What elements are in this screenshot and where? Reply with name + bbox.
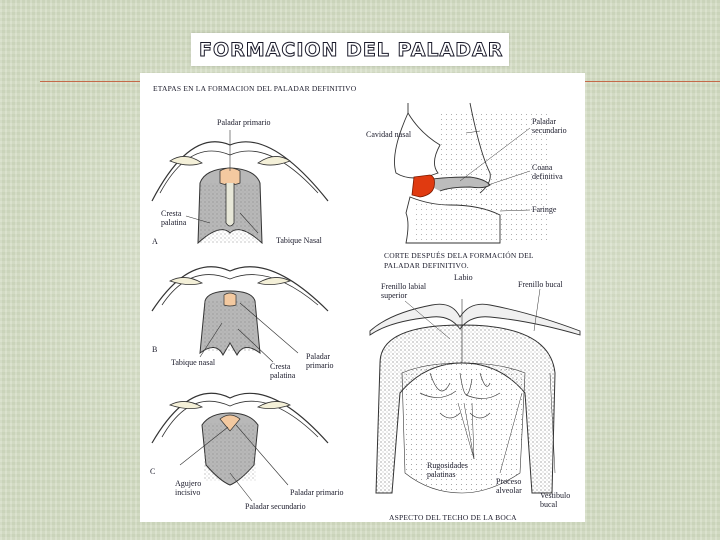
decorative-rule-left (40, 81, 142, 82)
label-b-paladar-primario-2: primario (306, 361, 334, 370)
label-a-cresta-1: Cresta (161, 209, 181, 218)
label-c-agujero-1: Agujero (175, 479, 201, 488)
label-rugosidades-2: palatinas (427, 470, 455, 479)
label-c-paladar-secundario: Paladar secundario (245, 502, 306, 511)
figure-panel: ETAPAS EN LA FORMACION DEL PALADAR DEFIN… (140, 73, 585, 522)
label-stage-a-letter: A (152, 237, 158, 246)
stage-b-diagram (152, 267, 328, 362)
section-title-line-2: PALADAR DEFINITIVO. (384, 261, 469, 270)
label-frenillo-bucal: Frenillo bucal (518, 280, 563, 289)
figure-header: ETAPAS EN LA FORMACION DEL PALADAR DEFIN… (153, 84, 356, 93)
sagittal-section-diagram (395, 103, 551, 243)
label-coana-2: definitiva (532, 172, 563, 181)
label-b-tabique-nasal: Tabique nasal (171, 358, 215, 367)
label-faringe: Faringe (532, 205, 556, 214)
figure-drawing (140, 73, 585, 522)
label-a-cresta-2: palatina (161, 218, 186, 227)
label-a-tabique-nasal: Tabique Nasal (276, 236, 322, 245)
label-labio: Labio (454, 273, 473, 282)
slide-title: FORMACION DEL PALADAR (199, 39, 503, 61)
label-b-paladar-primario-1: Paladar (306, 352, 330, 361)
label-b-cresta-1: Cresta (270, 362, 290, 371)
label-frenillo-labial-2: superior (381, 291, 407, 300)
section-title-line-1: CORTE DESPUÉS DELA FORMACIÓN DEL (384, 251, 534, 260)
label-paladar-secundario-1: Paladar (532, 117, 556, 126)
roof-of-mouth-diagram (370, 289, 580, 493)
label-paladar-secundario-2: secundario (532, 126, 567, 135)
label-stage-b-letter: B (152, 345, 157, 354)
label-vestibulo-1: Vestibulo (540, 491, 570, 500)
label-a-paladar-primario: Paladar primario (217, 118, 271, 127)
label-c-agujero-2: incisivo (175, 488, 200, 497)
label-coana-1: Coana (532, 163, 552, 172)
label-cavidad-nasal: Cavidad nasal (366, 130, 411, 139)
slide-title-box: FORMACION DEL PALADAR (191, 33, 509, 66)
roof-caption: ASPECTO DEL TECHO DE LA BOCA (389, 513, 517, 522)
label-b-cresta-2: palatina (270, 371, 295, 380)
label-stage-c-letter: C (150, 467, 155, 476)
label-proceso-1: Proceso (496, 477, 521, 486)
label-rugosidades-1: Rugosidades (427, 461, 468, 470)
label-c-paladar-primario: Paladar primario (290, 488, 344, 497)
decorative-rule-right (584, 81, 720, 82)
label-proceso-2: alveolar (496, 486, 522, 495)
label-vestibulo-2: bucal (540, 500, 557, 509)
label-frenillo-labial-1: Frenillo labial (381, 282, 426, 291)
